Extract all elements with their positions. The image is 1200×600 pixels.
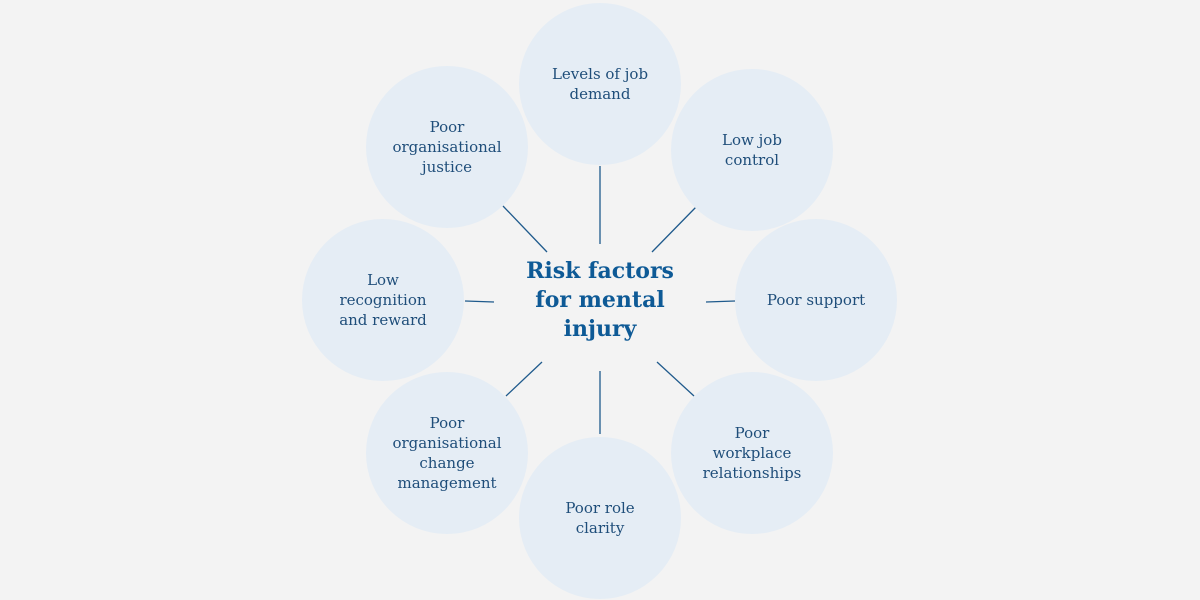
node-role-clarity: Poor role clarity <box>519 437 681 599</box>
connector-workplace <box>656 361 695 397</box>
node-change-management: Poor organisational change management <box>366 372 528 534</box>
connector-change <box>505 361 543 397</box>
node-label: Poor organisational justice <box>392 118 502 176</box>
node-label: Levels of job demand <box>551 65 649 103</box>
connector-justice <box>502 205 548 253</box>
node-support: Poor support <box>735 219 897 381</box>
node-organisational-justice: Poor organisational justice <box>366 66 528 228</box>
node-workplace-relationships: Poor workplace relationships <box>671 372 833 534</box>
node-label: Low job control <box>722 131 782 169</box>
center-topic: Risk factors for mental injury <box>500 250 700 350</box>
node-job-control: Low job control <box>671 69 833 231</box>
connector-reward <box>464 300 495 303</box>
center-title: Risk factors for mental injury <box>526 257 674 342</box>
connector-support <box>705 300 736 303</box>
node-recognition-reward: Low recognition and reward <box>302 219 464 381</box>
node-label: Low recognition and reward <box>339 271 427 329</box>
node-job-demand: Levels of job demand <box>519 3 681 165</box>
connector-control <box>651 205 698 253</box>
node-label: Poor workplace relationships <box>702 424 802 482</box>
node-label: Poor support <box>766 291 866 309</box>
node-label: Poor role clarity <box>565 499 635 537</box>
node-label: Poor organisational change management <box>392 414 502 492</box>
